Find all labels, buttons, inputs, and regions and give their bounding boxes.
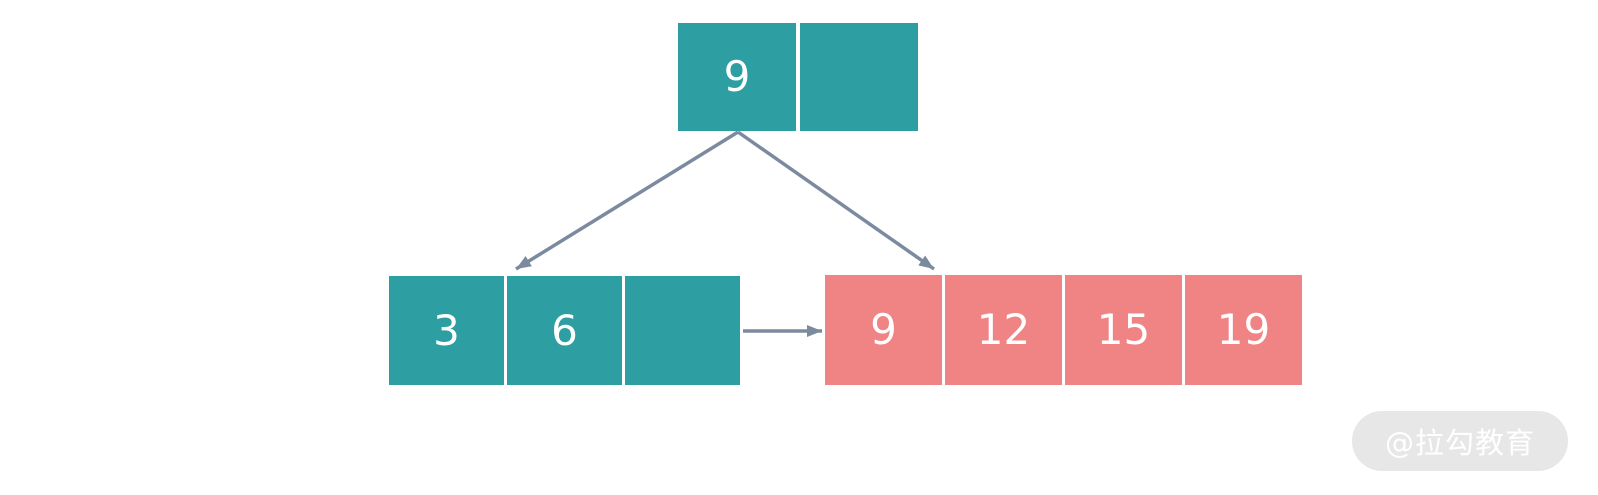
- right-leaf-key-cell: 9: [825, 275, 942, 385]
- watermark-badge: @拉勾教育: [1352, 411, 1568, 471]
- left-leaf-empty-cell: [625, 276, 740, 385]
- root-empty-cell: [800, 23, 918, 131]
- left-leaf-key-cell: 6: [507, 276, 622, 385]
- right-leaf-key-cell: 12: [945, 275, 1062, 385]
- edge-root-to-right-child: [736, 130, 936, 271]
- edge-root-to-left-child: [515, 130, 739, 271]
- right-leaf-key-cell: 15: [1065, 275, 1182, 385]
- root-key-cell: 9: [678, 23, 796, 131]
- tree-node-left-leaf: 3 6: [389, 276, 740, 385]
- tree-node-right-leaf: 9 12 15 19: [825, 275, 1302, 385]
- left-leaf-key-cell: 3: [389, 276, 504, 385]
- tree-node-root: 9: [678, 23, 918, 131]
- right-leaf-key-cell: 19: [1185, 275, 1302, 385]
